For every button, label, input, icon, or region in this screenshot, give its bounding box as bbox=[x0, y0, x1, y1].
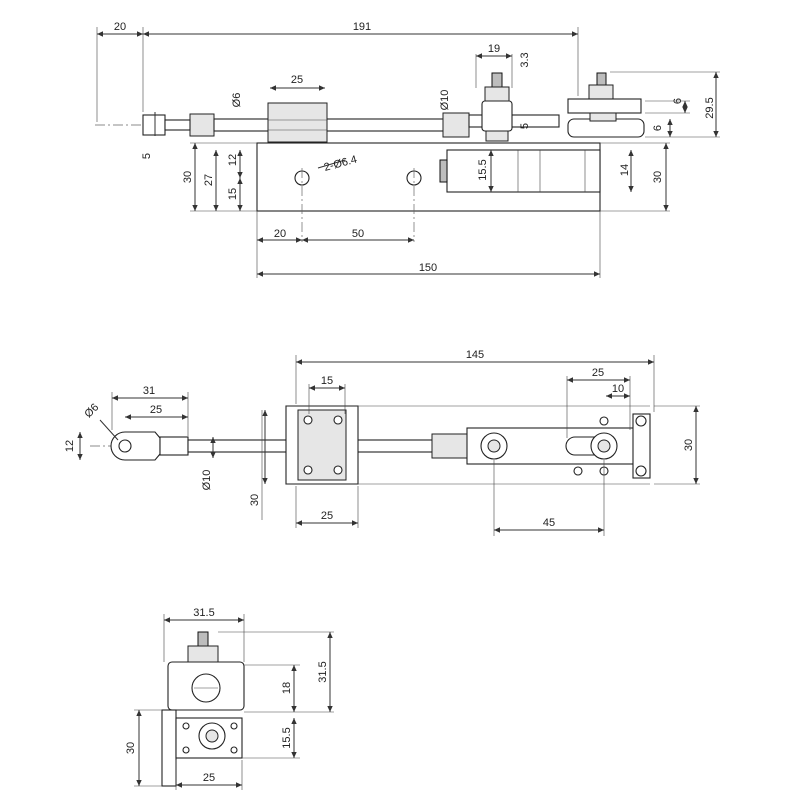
bracket-screw bbox=[635, 465, 647, 477]
top-view: 145 15 25 10 31 25 Ø6 12 Ø10 30 30 25 45 bbox=[64, 349, 700, 536]
rod-section bbox=[205, 729, 219, 743]
bracket-screw bbox=[573, 466, 583, 476]
screw-head bbox=[230, 722, 238, 730]
nut-bottom bbox=[485, 130, 509, 142]
piston-rod bbox=[213, 118, 445, 132]
adjust-screw bbox=[596, 72, 607, 86]
pivot-plate bbox=[567, 118, 645, 138]
leader-line bbox=[99, 419, 119, 441]
rod-collar bbox=[442, 112, 470, 138]
screw-head bbox=[333, 415, 343, 425]
dim-label: 6 bbox=[652, 125, 664, 131]
dim-label: 30 bbox=[182, 171, 194, 183]
dim-label: 5 bbox=[141, 153, 153, 159]
dim-label: 25 bbox=[291, 74, 303, 86]
linear-bearing-block bbox=[267, 102, 328, 143]
dim-label: 15.5 bbox=[477, 159, 489, 180]
adjust-screw bbox=[197, 631, 209, 647]
dim-label: 25 bbox=[203, 772, 215, 784]
dim-label: 20 bbox=[274, 228, 286, 240]
dim-label: 5 bbox=[519, 123, 531, 129]
dim-label: Ø6 bbox=[82, 401, 101, 420]
screw-head bbox=[303, 415, 313, 425]
dim-label: 31.5 bbox=[193, 607, 214, 619]
dim-label: 145 bbox=[466, 349, 484, 361]
end-bracket bbox=[632, 413, 651, 479]
rod-end-eye bbox=[142, 114, 166, 136]
mount-plate bbox=[567, 98, 642, 114]
dim-label: 45 bbox=[543, 517, 555, 529]
dim-label: 50 bbox=[352, 228, 364, 240]
dim-label: 191 bbox=[353, 21, 371, 33]
dim-label: 25 bbox=[592, 367, 604, 379]
dim-label: 30 bbox=[125, 742, 137, 754]
dim-label: 30 bbox=[249, 494, 261, 506]
rod-end bbox=[159, 436, 189, 456]
dim-label: 15.5 bbox=[281, 727, 293, 748]
dim-label: 25 bbox=[321, 510, 333, 522]
dim-label: 31.5 bbox=[317, 661, 329, 682]
pivot-bolt-head bbox=[487, 439, 501, 453]
angle-bracket bbox=[161, 709, 177, 787]
dim-label: 15 bbox=[227, 188, 239, 200]
dim-label: 25 bbox=[150, 404, 162, 416]
dim-label: 14 bbox=[619, 164, 631, 176]
dim-label: Ø6 bbox=[231, 93, 243, 108]
rod-eye bbox=[110, 431, 161, 461]
dim-label: 10 bbox=[612, 383, 624, 395]
dim-label: 15 bbox=[321, 375, 333, 387]
dim-label: 12 bbox=[227, 154, 239, 166]
rod-end-nut bbox=[189, 113, 215, 137]
dim-label: 27 bbox=[203, 174, 215, 186]
screw-head bbox=[303, 465, 313, 475]
dim-label: 19 bbox=[488, 43, 500, 55]
nut-top bbox=[588, 84, 614, 100]
nut-mid bbox=[589, 112, 617, 122]
dim-label: Ø10 bbox=[201, 470, 213, 491]
joint-block bbox=[481, 100, 513, 132]
connector-tab bbox=[439, 159, 448, 183]
screw-head bbox=[182, 722, 190, 730]
side-view: 20 191 25 Ø6 Ø10 19 3.3 5 5 29.5 6 6 30 … bbox=[95, 21, 720, 278]
pivot-bolt-head bbox=[597, 439, 611, 453]
rod-collar bbox=[431, 433, 468, 459]
adjust-screw bbox=[491, 72, 503, 88]
leader-line bbox=[317, 159, 346, 169]
nut bbox=[187, 645, 219, 663]
rod-end-thread bbox=[164, 119, 191, 131]
dim-label: 20 bbox=[114, 21, 126, 33]
dim-label: 3.3 bbox=[519, 52, 531, 67]
dim-label: 29.5 bbox=[704, 97, 716, 118]
screw-head bbox=[230, 746, 238, 754]
dim-label: 18 bbox=[281, 682, 293, 694]
dim-label: 6 bbox=[672, 98, 684, 104]
bracket-screw bbox=[599, 416, 609, 426]
dim-label: 31 bbox=[143, 385, 155, 397]
end-view: 31.5 31.5 18 15.5 30 25 bbox=[125, 607, 334, 790]
bracket-screw bbox=[635, 415, 647, 427]
dim-label: Ø10 bbox=[439, 90, 451, 111]
screw-head bbox=[182, 746, 190, 754]
dim-label: 30 bbox=[652, 171, 664, 183]
dim-label: 30 bbox=[683, 439, 695, 451]
nut-top bbox=[484, 86, 510, 102]
dim-label: 150 bbox=[419, 262, 437, 274]
dim-label: 12 bbox=[64, 440, 76, 452]
motor-housing bbox=[446, 149, 601, 193]
eye-hole bbox=[118, 439, 132, 453]
screw-head bbox=[333, 465, 343, 475]
